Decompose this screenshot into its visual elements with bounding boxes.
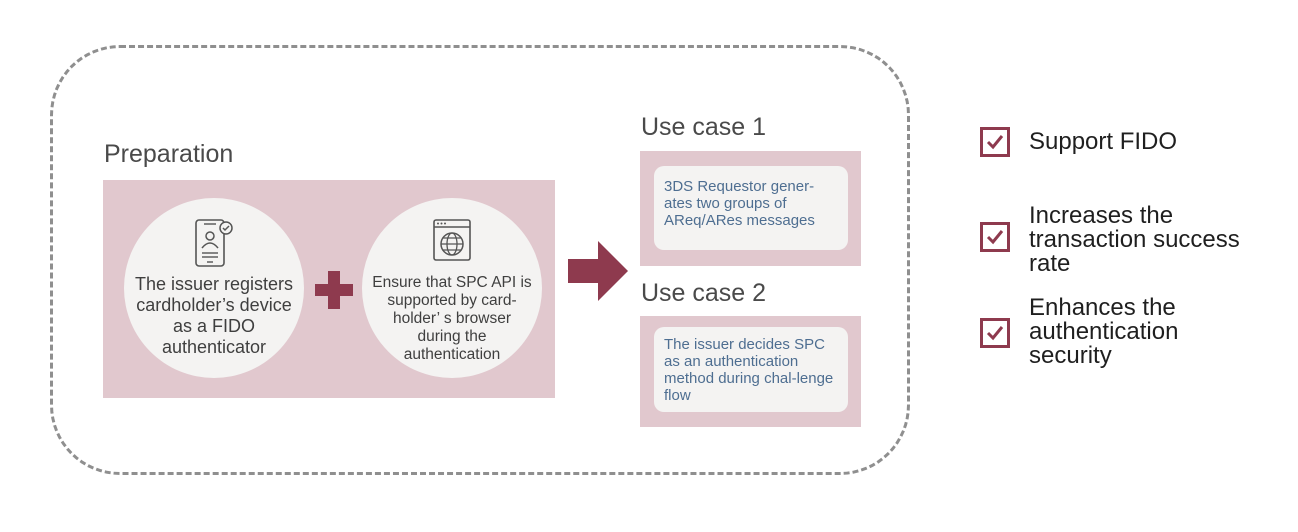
- checkbox-icon: [980, 318, 1010, 348]
- use-case-2-title: Use case 2: [641, 279, 767, 307]
- step-ensure-text: Ensure that SPC API is supported by card…: [372, 274, 532, 363]
- dashed-frame: [50, 45, 910, 475]
- right-arrow-icon: [568, 241, 628, 301]
- benefit-text: Support FIDO: [1029, 128, 1178, 155]
- step-ensure-spc: Ensure that SPC API is supported by card…: [362, 198, 542, 378]
- step-register-text: The issuer registers cardholder’s device…: [134, 274, 294, 357]
- benefit-text: Increases the transaction success rate: [1029, 202, 1240, 277]
- benefit-text: Enhances the authentication security: [1029, 294, 1179, 369]
- checkbox-icon: [980, 222, 1010, 252]
- plus-icon: [315, 271, 353, 309]
- checkbox-icon: [980, 127, 1010, 157]
- browser-globe-icon: [432, 218, 472, 267]
- use-case-2-text: The issuer decides SPC as an authenticat…: [664, 336, 834, 404]
- use-case-1-title: Use case 1: [641, 113, 767, 141]
- use-case-1-text: 3DS Requestor gener-ates two groups of A…: [664, 178, 815, 229]
- use-case-1-card: 3DS Requestor gener-ates two groups of A…: [654, 166, 848, 250]
- use-case-2-card: The issuer decides SPC as an authenticat…: [654, 327, 848, 412]
- preparation-title: Preparation: [104, 140, 234, 168]
- step-register-device: The issuer registers cardholder’s device…: [124, 198, 304, 378]
- mobile-device-user-icon: [190, 218, 238, 275]
